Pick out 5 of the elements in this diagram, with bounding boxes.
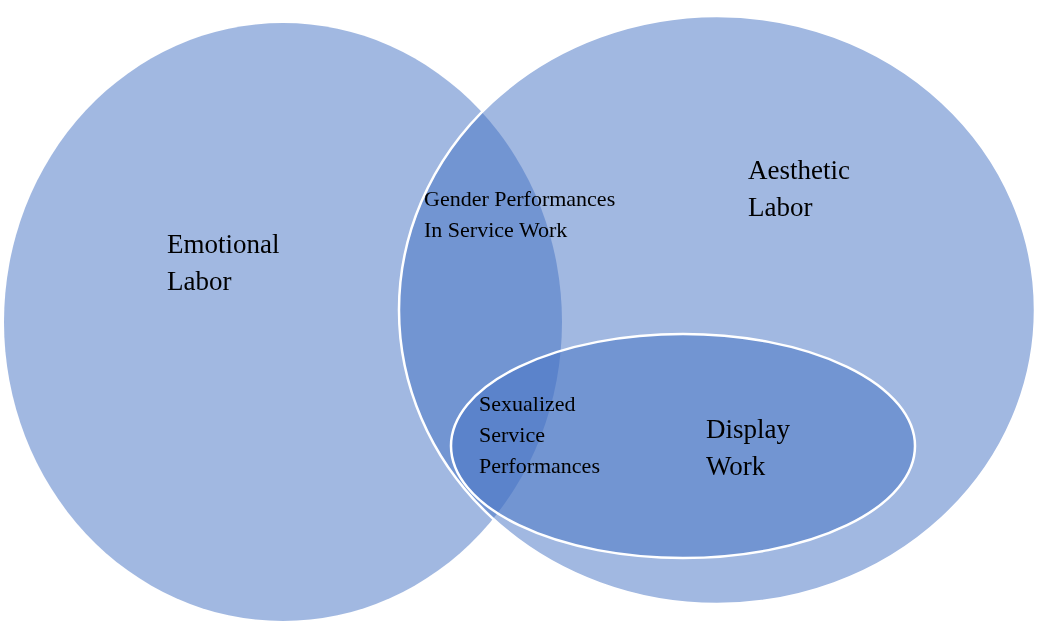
set-label: Display Work — [706, 413, 791, 483]
set-label: Emotional Labor — [167, 228, 281, 298]
overlap-label: Sexualized Service Performances — [479, 390, 601, 480]
overlap-label: Gender Performances In Service Work — [424, 185, 617, 244]
set-label: Aesthetic Labor — [748, 154, 851, 224]
